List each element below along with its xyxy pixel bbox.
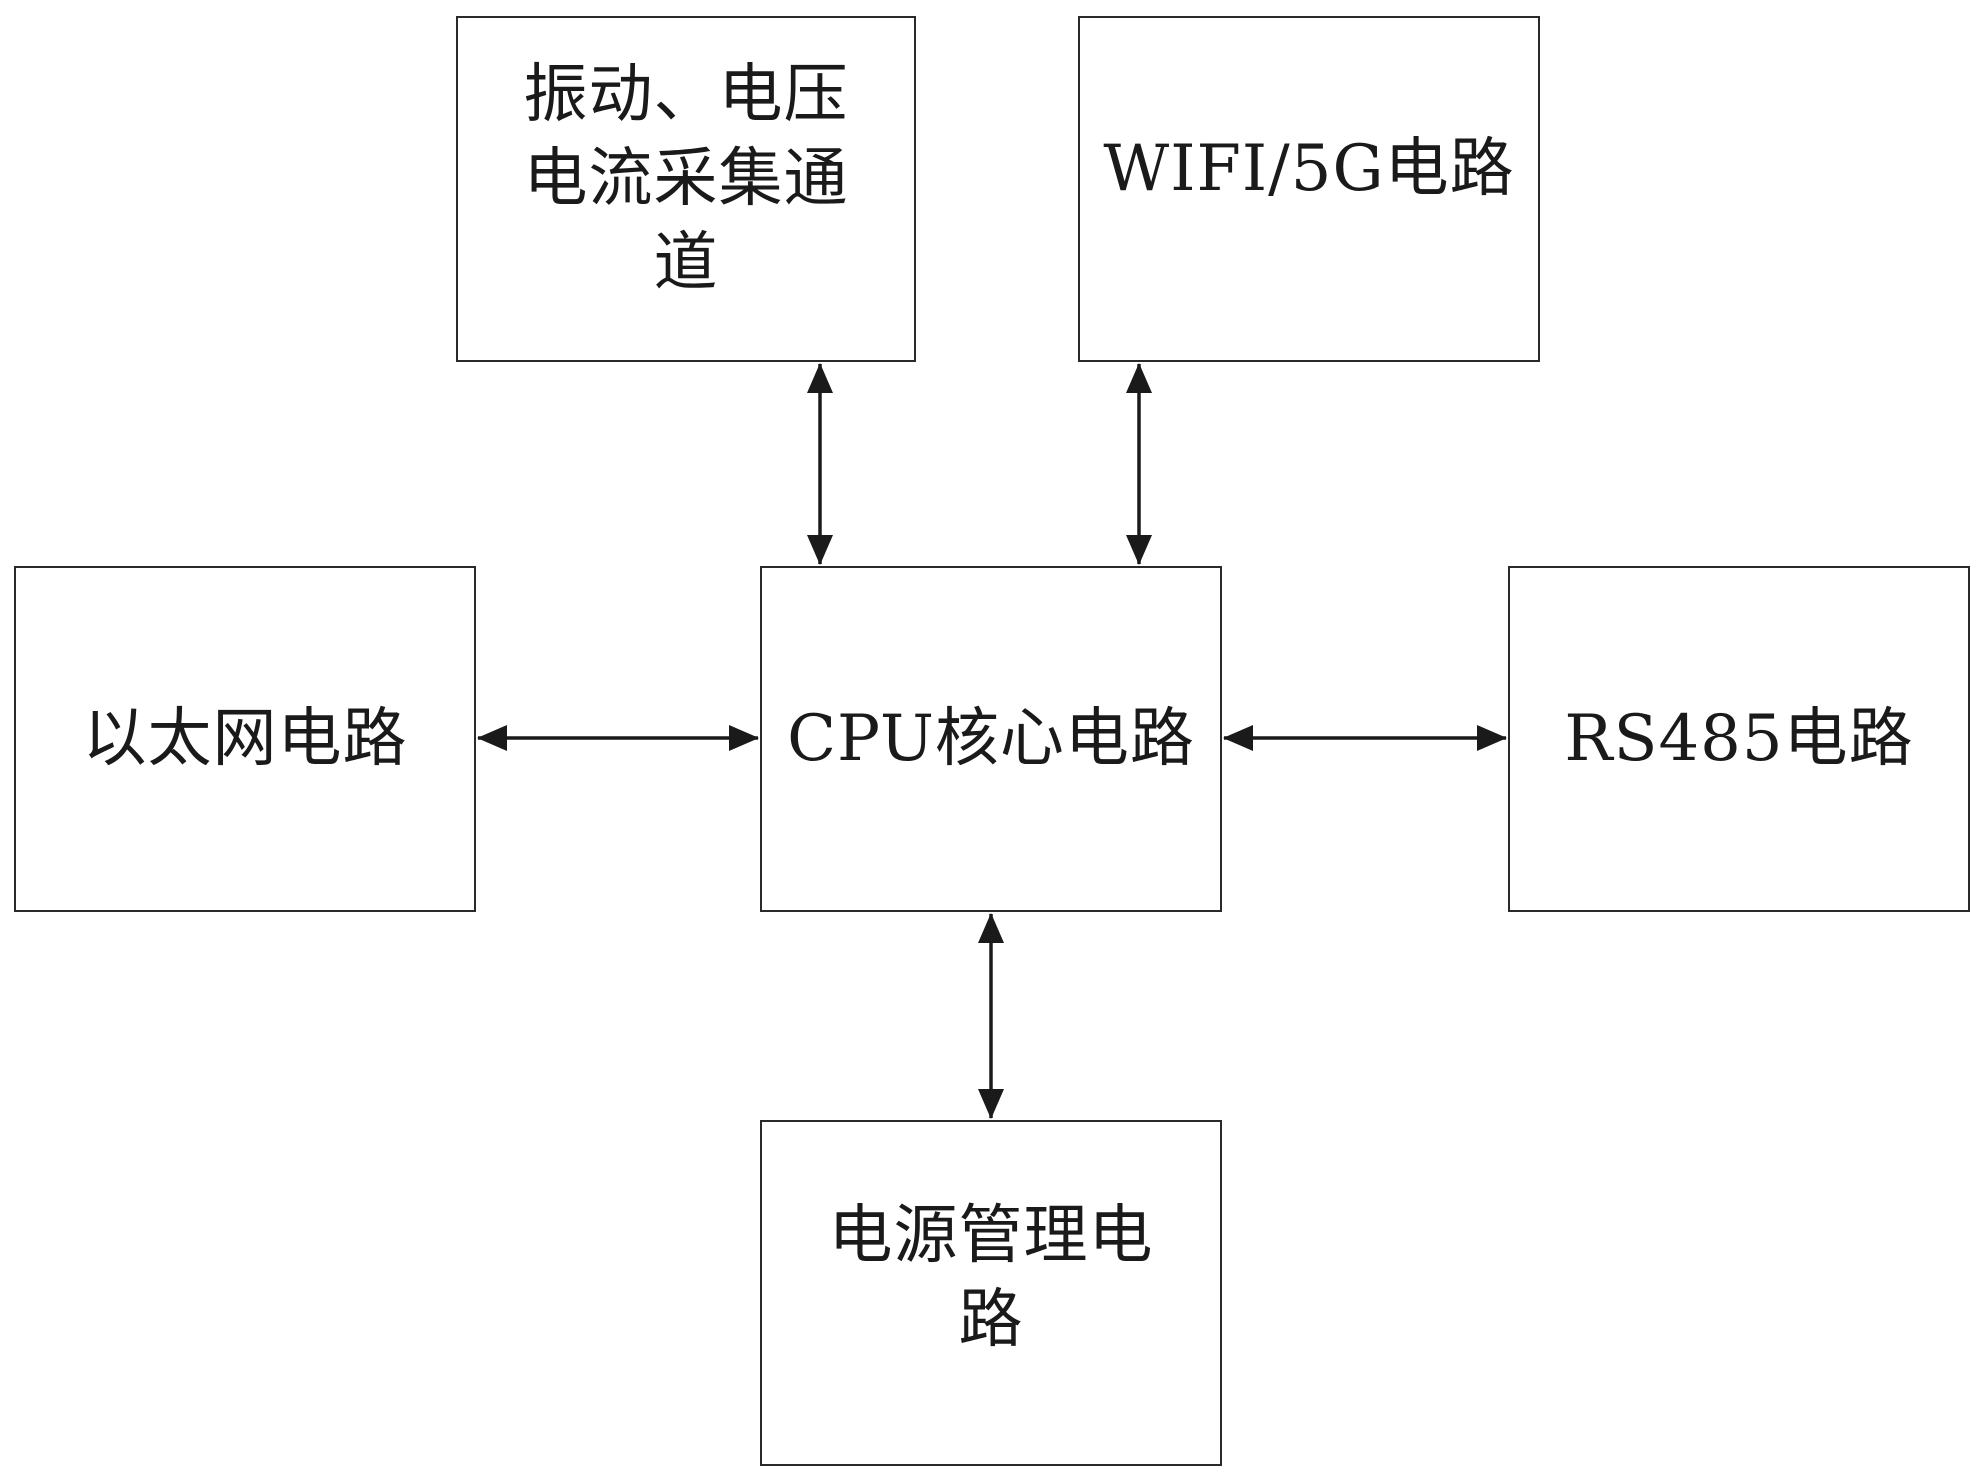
ethernet-circuit-box: 以太网电路 bbox=[14, 566, 476, 912]
vibration-voltage-current-acquisition-box: 振动、电压 电流采集通 道 bbox=[456, 16, 916, 362]
power-management-circuit-label: 电源管理电 路 bbox=[828, 1199, 1154, 1357]
vibration-voltage-current-acquisition-label: 振动、电压 电流采集通 道 bbox=[523, 58, 849, 300]
wifi-5g-circuit-box: WIFI/5G电路 bbox=[1078, 16, 1540, 362]
ethernet-circuit-label: 以太网电路 bbox=[82, 702, 408, 776]
cpu-core-circuit-label: CPU核心电路 bbox=[787, 702, 1195, 776]
power-management-circuit-box: 电源管理电 路 bbox=[760, 1120, 1222, 1466]
rs485-circuit-label: RS485电路 bbox=[1564, 702, 1914, 776]
wifi-5g-circuit-label: WIFI/5G电路 bbox=[1103, 132, 1515, 206]
cpu-core-circuit-box: CPU核心电路 bbox=[760, 566, 1222, 912]
rs485-circuit-box: RS485电路 bbox=[1508, 566, 1970, 912]
